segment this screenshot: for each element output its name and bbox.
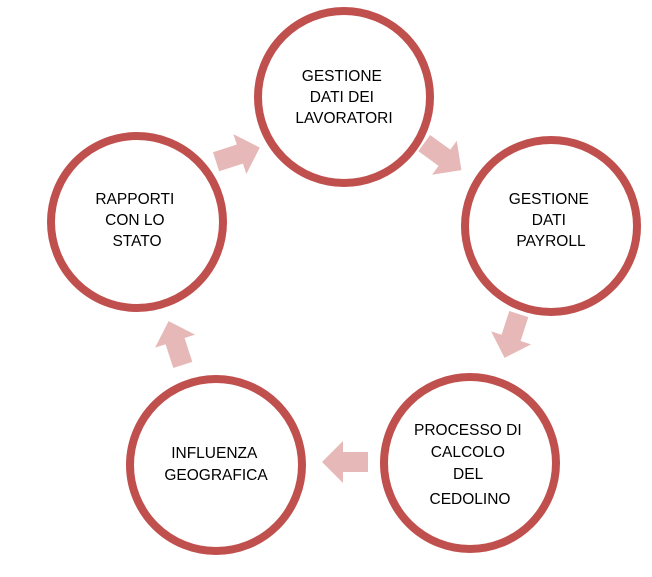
node-label-line: CON LO (105, 212, 164, 229)
node-label-line: DATI DEI (310, 89, 374, 106)
arrow-lavoratori-to-payroll (418, 134, 462, 175)
svg-text:INFLUENZA GEOGRAFICA: INFLUENZA GEOGRAFICA (164, 445, 268, 484)
node-label-line: STATO (112, 233, 161, 250)
svg-text:GESTIONE DATI PAYR: GESTIONE DATI PAYROLL (509, 191, 593, 250)
node-label-line: LAVORATORI (295, 110, 392, 127)
node-label-line: PAYROLL (516, 233, 586, 250)
node-processo-calcolo-cedolino: PROCESSO DI CALCOLO DEL CEDOLINO (380, 373, 560, 553)
svg-text:RAPPORTI CON LO ST: RAPPORTI CON LO STATO (95, 191, 178, 250)
node-label-line: GESTIONE (302, 68, 382, 85)
node-rapporti-con-lo-stato: RAPPORTI CON LO STATO (47, 132, 227, 312)
node-label-line: DEL (453, 466, 484, 483)
arrow-payroll-to-cedolino (491, 310, 532, 358)
svg-text:PROCESSO DI CALCOLO: PROCESSO DI CALCOLO DEL CEDOLINO (414, 422, 526, 508)
node-label-line: DATI (532, 212, 566, 229)
node-influenza-geografica: INFLUENZA GEOGRAFICA (126, 375, 306, 555)
svg-text:GESTIONE DATI DEI: GESTIONE DATI DEI LAVORATORI (295, 68, 392, 127)
node-gestione-dati-payroll: GESTIONE DATI PAYROLL (461, 136, 641, 316)
node-label-line: INFLUENZA (171, 445, 258, 462)
node-label-line: PROCESSO DI (414, 422, 522, 439)
node-label-line: CEDOLINO (430, 491, 511, 508)
node-label-line: GEOGRAFICA (164, 467, 268, 484)
node-label-line: RAPPORTI (95, 191, 174, 208)
node-label-line: CALCOLO (431, 444, 505, 461)
node-gestione-dati-lavoratori: GESTIONE DATI DEI LAVORATORI (254, 7, 434, 187)
arrow-cedolino-to-geografica (322, 441, 368, 483)
node-label-line: GESTIONE (509, 191, 589, 208)
arrow-rapporti-to-lavoratori (212, 134, 260, 175)
arrow-geografica-to-rapporti (155, 321, 196, 369)
